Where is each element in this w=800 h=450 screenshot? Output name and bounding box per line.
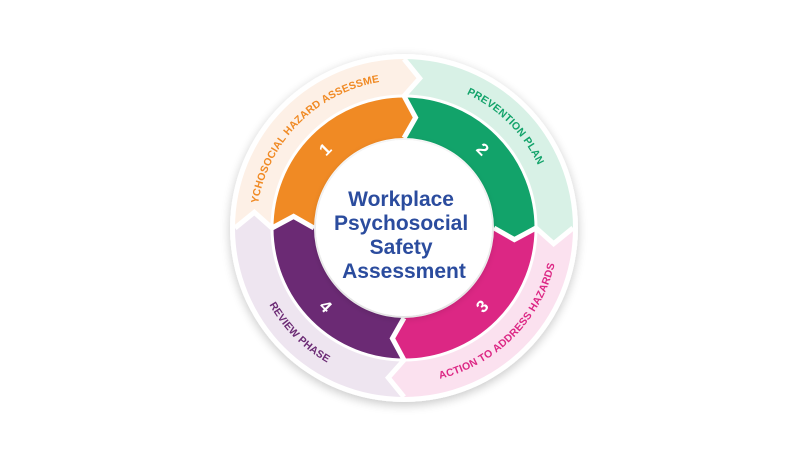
step-3-segment[interactable] <box>392 228 536 360</box>
step-2-segment[interactable] <box>404 96 536 240</box>
divider-4-outer <box>384 358 406 399</box>
step-dividers <box>233 57 575 399</box>
center-title-line-2: Psychosocial <box>334 212 468 235</box>
ring-separator <box>270 94 538 362</box>
divider-2-inner <box>401 94 419 140</box>
step-ring <box>272 96 536 360</box>
step-4-segment[interactable] <box>272 216 404 360</box>
center-title: Workplace Psychosocial Safety Assessment <box>334 188 474 283</box>
center-title-line-1: Workplace <box>348 188 454 211</box>
center-title-line-4: Assessment <box>342 260 466 283</box>
divider-1-inner <box>270 213 316 231</box>
divider-4-inner <box>389 316 407 362</box>
center-title-line-3: Safety <box>370 236 433 259</box>
center-circle <box>316 140 492 316</box>
divider-3-outer <box>534 226 575 248</box>
divider-1-outer <box>233 208 274 230</box>
divider-3-inner <box>492 225 538 243</box>
step-1-segment[interactable] <box>272 96 416 228</box>
divider-2-outer <box>402 57 424 98</box>
